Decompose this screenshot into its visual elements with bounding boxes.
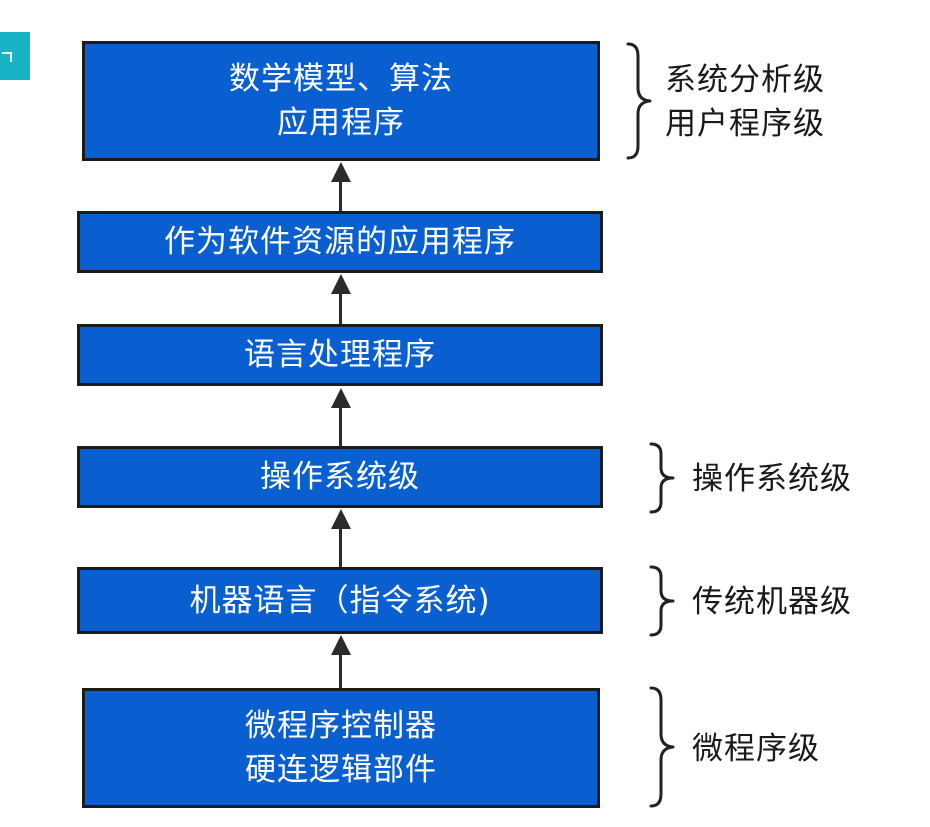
layer-label-line1: 微程序控制器 <box>245 708 437 744</box>
level-label-top: 系统分析级 用户程序级 <box>665 58 825 146</box>
level-label-machine: 传统机器级 <box>692 580 852 624</box>
layer-box-operating-system: 操作系统级 <box>77 446 603 508</box>
arrow-up-icon <box>331 509 351 529</box>
arrow-stem <box>339 406 342 446</box>
layer-label-line2: 应用程序 <box>277 105 405 141</box>
arrow-stem <box>339 292 342 324</box>
level-label-text: 传统机器级 <box>692 584 852 620</box>
arrow-stem <box>339 653 342 688</box>
brace-icon <box>649 565 675 637</box>
arrow-up-icon <box>331 388 351 408</box>
layer-label: 作为软件资源的应用程序 <box>164 224 516 260</box>
layer-label-line2: 硬连逻辑部件 <box>245 752 437 788</box>
arrow-up-icon <box>331 274 351 294</box>
arrow-up-icon <box>331 162 351 182</box>
brace-icon <box>626 42 652 160</box>
arrow-up-icon <box>331 635 351 655</box>
brace-icon <box>649 442 675 514</box>
layer-box-microprogram: 微程序控制器 硬连逻辑部件 <box>82 688 600 808</box>
layer-box-machine-language: 机器语言（指令系统) <box>77 567 603 634</box>
corner-tab <box>0 32 30 80</box>
level-label-os: 操作系统级 <box>692 457 852 501</box>
layer-box-software-application: 作为软件资源的应用程序 <box>77 211 603 273</box>
arrow-stem <box>339 180 342 211</box>
layer-label: 操作系统级 <box>260 459 420 495</box>
layer-label-line1: 数学模型、算法 <box>229 61 453 97</box>
layer-box-application: 数学模型、算法 应用程序 <box>82 41 600 161</box>
level-label-text: 操作系统级 <box>692 461 852 497</box>
level-label-line2: 用户程序级 <box>665 106 825 142</box>
corner-mark-icon <box>2 52 12 62</box>
brace-icon <box>649 686 675 808</box>
layer-box-language-processor: 语言处理程序 <box>77 324 603 386</box>
layer-label: 语言处理程序 <box>244 337 436 373</box>
level-label-text: 微程序级 <box>692 731 820 767</box>
level-label-micro: 微程序级 <box>692 727 820 771</box>
arrow-stem <box>339 527 342 567</box>
level-label-line1: 系统分析级 <box>665 62 825 98</box>
layer-label: 机器语言（指令系统) <box>189 582 491 619</box>
